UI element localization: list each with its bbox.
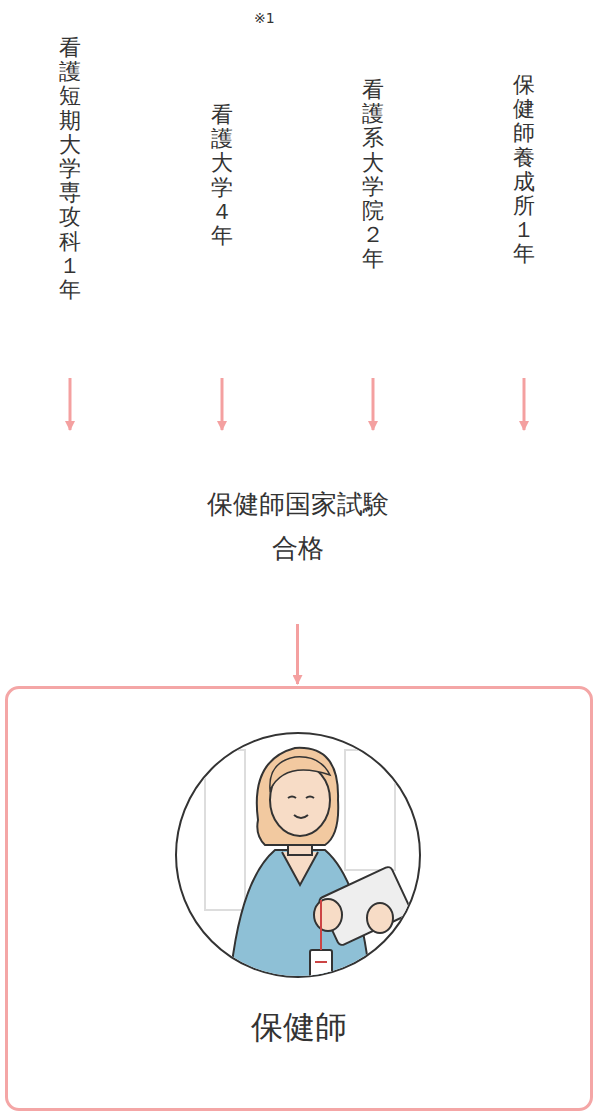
path-label: 看護大学４年	[211, 103, 233, 248]
flow-arrow	[221, 378, 224, 430]
path-label: 保健師養成所１年	[513, 73, 535, 267]
flow-arrow	[523, 378, 526, 430]
path-column: 看護大学４年	[202, 103, 242, 376]
exam-step: 保健師国家試験 合格	[20, 432, 575, 622]
result-box: 保健師	[5, 686, 593, 1111]
flow-arrow	[69, 378, 72, 430]
path-column: 看護系大学院２年	[353, 78, 393, 376]
note-mark: ※1	[254, 10, 275, 26]
path-column: 保健師養成所１年	[504, 73, 544, 376]
flow-arrow	[372, 378, 375, 430]
flow-arrow	[296, 624, 299, 684]
path-column: 看護短期大学専攻科１年	[50, 36, 90, 376]
path-label: 看護系大学院２年	[362, 78, 384, 272]
path-label: 看護短期大学専攻科１年	[59, 36, 81, 302]
step-label: 保健師	[8, 1007, 590, 1047]
step-label: 保健師国家試験 合格	[203, 482, 393, 570]
